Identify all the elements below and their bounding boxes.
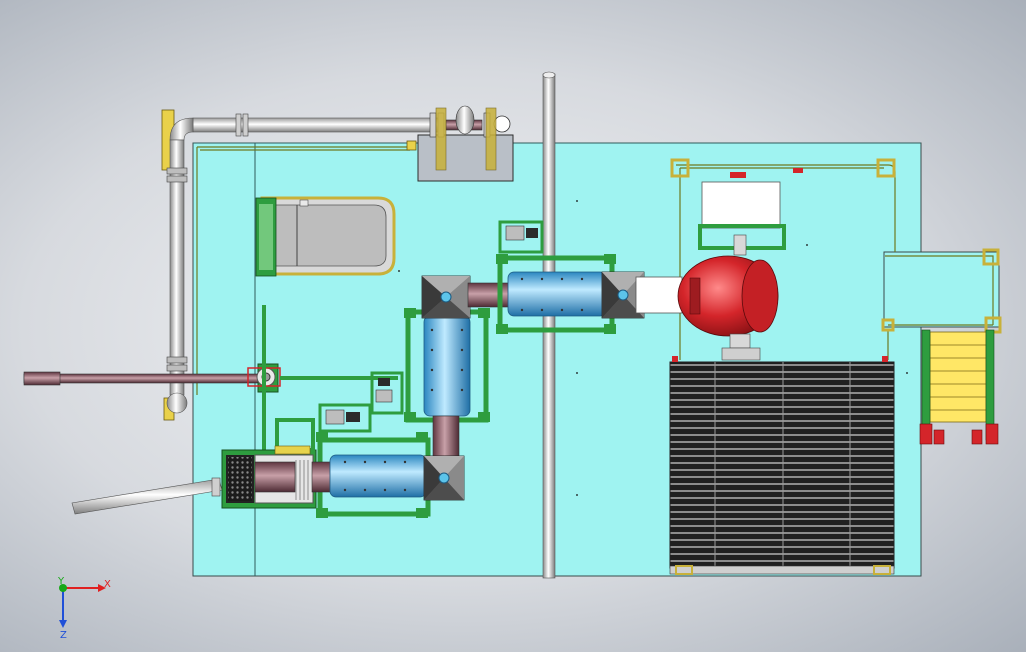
radiator-bank [669,361,895,575]
frame-clips [672,168,888,362]
upper-mount-block [417,134,514,182]
pump-adapter [635,276,683,314]
filter-tank [255,196,396,277]
stair-landing [883,251,1000,328]
junction-box-upper [421,275,471,319]
upper-vessel [496,254,616,334]
motor-small-a [318,371,404,433]
handrail [196,146,994,395]
platform-markers [398,200,908,496]
intake-housing [221,418,317,509]
access-stair [919,329,999,445]
valve-cluster [429,105,511,171]
exhaust-line [23,305,398,455]
axis-y-label: Y [57,576,65,587]
axis-x-label: X [104,579,111,590]
junction-box-lower [423,455,465,501]
water-pipe [166,113,439,414]
axis-z-label: Z [60,630,67,641]
motor-small-b [498,220,544,254]
pump-unit [677,181,786,361]
axis-triad: X Y Z [57,576,111,641]
vertical-column [542,71,556,579]
duct-upper [467,282,513,308]
lower-vessel [311,432,431,518]
center-vessel [404,308,490,457]
